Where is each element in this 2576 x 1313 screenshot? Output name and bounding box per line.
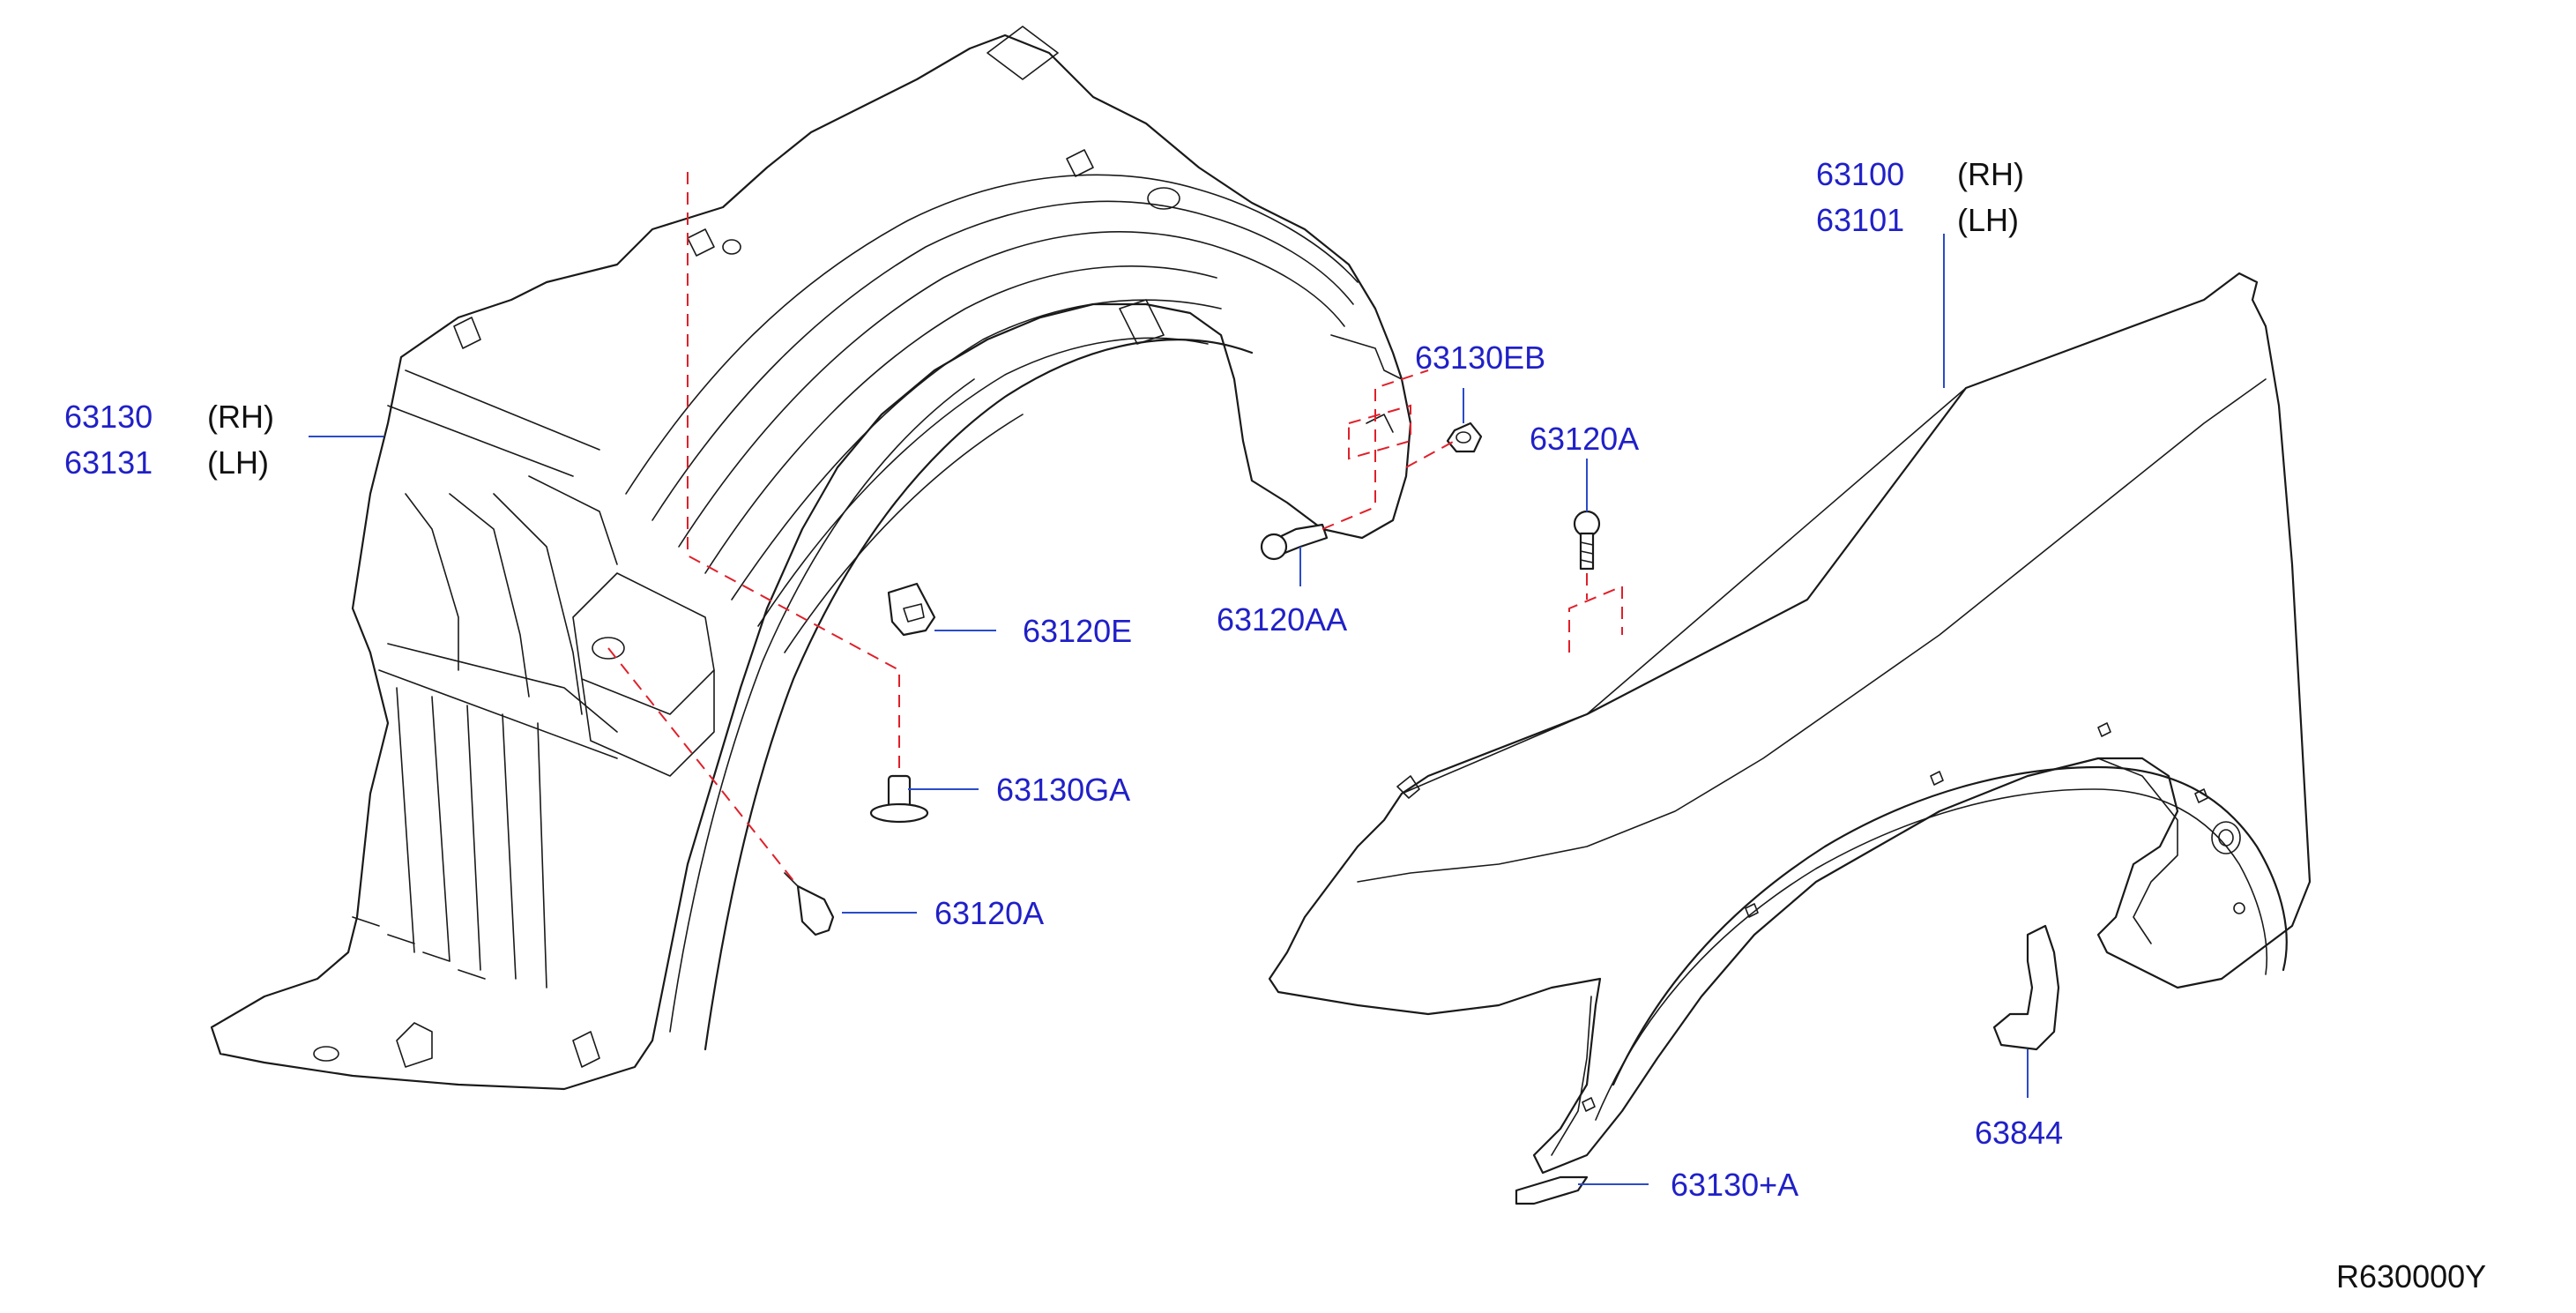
callout-63130GA: 63130GA — [996, 772, 1130, 808]
callout-63130-number: 63130 — [64, 399, 153, 435]
callout-63120E: 63120E — [1023, 613, 1132, 649]
callout-63130plusA: 63130+A — [1671, 1167, 1798, 1203]
fender-drawing — [1268, 272, 2312, 1205]
callout-63101-number: 63101 — [1816, 202, 1904, 238]
callout-63130EB: 63130EB — [1415, 339, 1545, 376]
callout-63130-side: (RH) — [207, 399, 274, 435]
callout-63120A-top: 63120A — [1530, 421, 1639, 457]
callout-63101-side: (LH) — [1957, 202, 2019, 238]
assembly-lines — [607, 172, 1623, 887]
callouts: 63130 (RH) 63131 (LH) 63100 (RH) 63101 (… — [64, 156, 2486, 1294]
callout-63100-side: (RH) — [1957, 156, 2024, 192]
callout-63844: 63844 — [1975, 1115, 2063, 1151]
leader-lines — [309, 234, 2029, 1185]
callout-63131-number: 63131 — [64, 444, 153, 481]
splash-shield-drawing — [210, 26, 1412, 1091]
callout-63100-number: 63100 — [1816, 156, 1904, 192]
diagram-ref-code: R630000Y — [2336, 1258, 2486, 1294]
callout-63120AA: 63120AA — [1217, 601, 1347, 638]
fasteners — [784, 422, 1601, 936]
callout-63120A-low: 63120A — [934, 895, 1044, 931]
callout-63131-side: (LH) — [207, 444, 269, 481]
